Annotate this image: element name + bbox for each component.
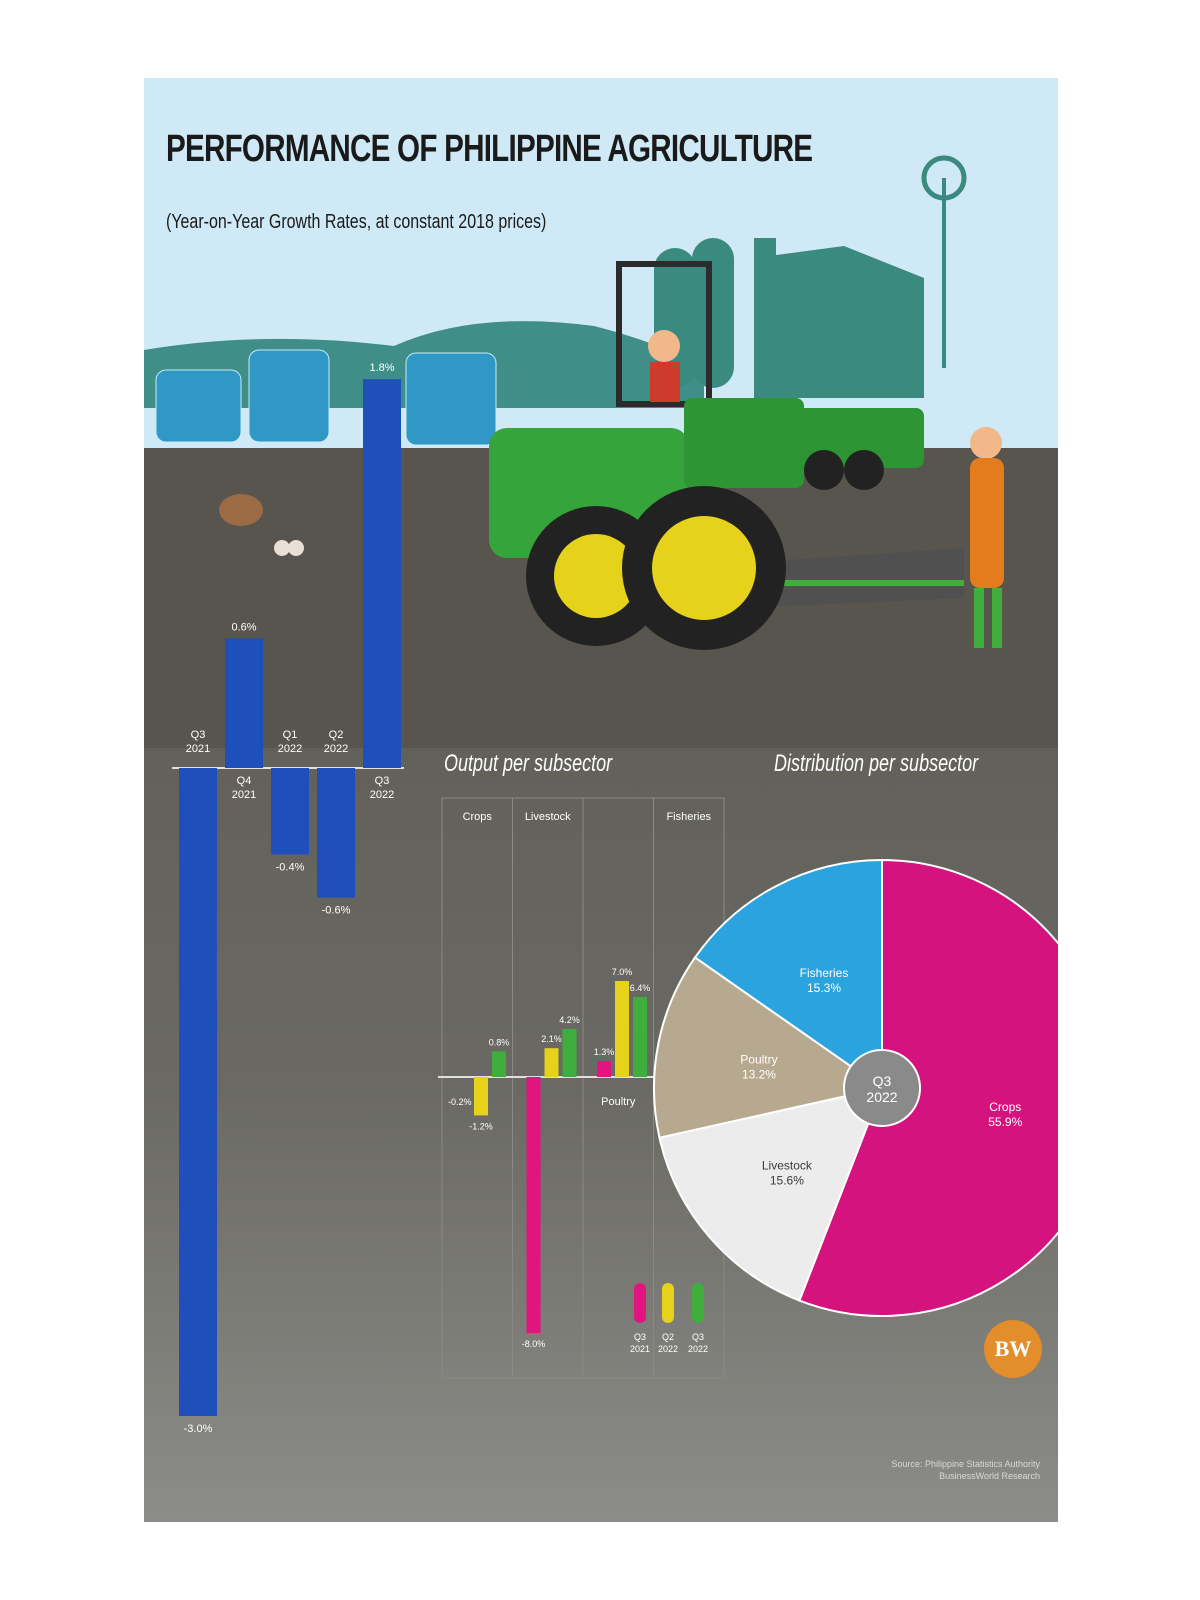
legend-label: Q3 bbox=[692, 1332, 704, 1342]
businessworld-logo: BW bbox=[984, 1320, 1042, 1378]
overall-value-label: -3.0% bbox=[184, 1423, 213, 1435]
pie-slice-value: 55.9% bbox=[988, 1115, 1022, 1129]
tractor-icon bbox=[489, 261, 964, 650]
pie-slice-name: Livestock bbox=[762, 1159, 813, 1173]
chicken-icon bbox=[274, 540, 304, 556]
overall-bar bbox=[271, 768, 309, 855]
legend-swatch bbox=[662, 1283, 674, 1323]
source-line-1: Source: Philippine Statistics Authority bbox=[891, 1459, 1040, 1469]
output-bar bbox=[474, 1077, 488, 1116]
output-value-label: 2.1% bbox=[541, 1034, 562, 1044]
output-value-label: -1.2% bbox=[469, 1121, 493, 1131]
overall-bar bbox=[179, 768, 217, 1416]
legend-label: 2022 bbox=[658, 1344, 678, 1354]
output-bar bbox=[526, 1077, 541, 1333]
pie-slice-name: Crops bbox=[989, 1100, 1021, 1114]
source-line-2: BusinessWorld Research bbox=[939, 1471, 1040, 1481]
pie-center bbox=[843, 1049, 921, 1127]
overall-value-label: -0.4% bbox=[276, 861, 305, 873]
pie-slice bbox=[658, 1086, 884, 1302]
output-value-label: -0.2% bbox=[448, 1097, 472, 1107]
overall-bar bbox=[317, 768, 355, 898]
legend-label: Q3 bbox=[634, 1332, 646, 1342]
overall-category-label: 2021 bbox=[232, 789, 256, 801]
output-group-label: Poultry bbox=[601, 1096, 636, 1108]
output-value-label: 6.4% bbox=[630, 983, 651, 993]
output-bar bbox=[615, 981, 629, 1077]
output-bar bbox=[597, 1061, 611, 1077]
pie-slice bbox=[653, 956, 885, 1139]
pie-slice-name: Poultry bbox=[740, 1053, 777, 1067]
farm-scene-illustration: -3.0% Q3 2021 0.6% Q4 2021 -0.4% Q1 2022 -0.6% Q2 2… bbox=[144, 155, 1058, 1435]
source-note: Source: Philippine Statistics Authority … bbox=[720, 1458, 1040, 1482]
output-value-label: 7.0% bbox=[612, 967, 633, 977]
output-bar bbox=[492, 1051, 506, 1077]
pie-slice-value: 15.6% bbox=[770, 1174, 804, 1188]
pie-slice bbox=[693, 858, 883, 1090]
overall-value-label: 0.6% bbox=[231, 621, 256, 633]
output-bar bbox=[544, 1048, 559, 1077]
page-subtitle: (Year-on-Year Growth Rates, at constant … bbox=[166, 211, 547, 233]
output-value-label: -8.0% bbox=[522, 1339, 546, 1349]
output-value-label: 1.3% bbox=[594, 1047, 615, 1057]
overall-category-label: Q1 bbox=[283, 729, 298, 741]
output-group-label: Crops bbox=[463, 811, 493, 823]
pie-slice-name: Fisheries bbox=[800, 966, 849, 980]
overall-value-label: 1.8% bbox=[369, 362, 394, 374]
distribution-chart-title: Distribution per subsector bbox=[774, 750, 979, 777]
output-value-label: 4.2% bbox=[559, 1015, 580, 1025]
overall-bar bbox=[225, 638, 263, 768]
output-chart-title: Output per subsector bbox=[444, 750, 613, 777]
output-bar bbox=[562, 1029, 577, 1077]
overall-category-label: Q4 bbox=[237, 775, 252, 787]
output-value-label: 0.8% bbox=[489, 1037, 510, 1047]
overall-value-label: -0.6% bbox=[322, 905, 351, 917]
infographic-poster: -3.0% Q3 2021 0.6% Q4 2021 -0.4% Q1 2022 -0.6% Q2 2… bbox=[144, 78, 1058, 1522]
distant-tractor-icon bbox=[794, 408, 924, 490]
output-group-label: Livestock bbox=[525, 811, 571, 823]
overall-category-label: 2022 bbox=[370, 789, 394, 801]
overall-category-label: Q3 bbox=[191, 729, 206, 741]
pie-center-label: Q3 bbox=[873, 1073, 892, 1089]
pie-slice-value: 13.2% bbox=[742, 1068, 776, 1082]
legend-label: 2022 bbox=[688, 1344, 708, 1354]
overall-category-label: Q3 bbox=[375, 775, 390, 787]
legend-label: Q2 bbox=[662, 1332, 674, 1342]
legend-label: 2021 bbox=[630, 1344, 650, 1354]
pie-slice-value: 15.3% bbox=[807, 981, 841, 995]
pie-slice bbox=[798, 858, 1058, 1317]
page-title: PERFORMANCE OF PHILIPPINE AGRICULTURE bbox=[166, 128, 813, 170]
overall-bar bbox=[363, 379, 401, 768]
overall-category-label: 2022 bbox=[324, 743, 348, 755]
legend-swatch bbox=[634, 1283, 646, 1323]
output-bar bbox=[633, 997, 647, 1077]
overall-category-label: Q2 bbox=[329, 729, 344, 741]
legend-swatch bbox=[692, 1283, 704, 1323]
overall-category-label: 2022 bbox=[278, 743, 302, 755]
overall-category-label: 2021 bbox=[186, 743, 210, 755]
farmer-icon bbox=[970, 427, 1004, 648]
pie-center-label: 2022 bbox=[866, 1089, 897, 1105]
cow-icon bbox=[219, 494, 263, 526]
output-group-label: Fisheries bbox=[666, 811, 711, 823]
